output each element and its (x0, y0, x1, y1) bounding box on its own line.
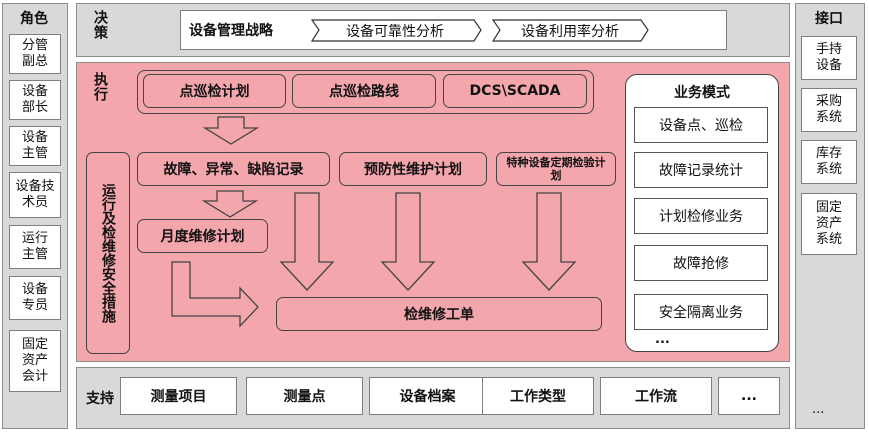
decision-strategy-text: 设备管理战略 (189, 23, 273, 39)
fault-record-box: 故障、异常、缺陷记录 (137, 152, 330, 186)
role-panel-title: 角色 (20, 11, 48, 27)
inspection-route-box: 点巡检路线 (292, 74, 436, 108)
monthly-plan-box: 月度维修计划 (137, 219, 268, 253)
role-item-6: 设备专员 (9, 276, 61, 320)
business-ellipsis: ... (655, 332, 670, 347)
preventive-plan-box: 预防性维护计划 (339, 152, 487, 186)
support-label: 支持 (86, 391, 114, 407)
work-order-box: 检维修工单 (276, 297, 602, 331)
interface-panel-title: 接口 (815, 11, 843, 27)
role-item-3: 设备主管 (9, 126, 61, 166)
role-item-7: 固定资产会计 (9, 330, 61, 392)
role-item-2: 设备部长 (9, 80, 61, 120)
support-item-4: 工作类型 (482, 377, 594, 415)
business-item-4: 故障抢修 (634, 245, 768, 281)
safety-measures-box: 运行及检维修安全措施 (86, 152, 130, 354)
role-item-5: 运行主管 (9, 225, 61, 269)
business-item-5: 安全隔离业务 (634, 294, 768, 330)
business-mode-title: 业务模式 (674, 85, 730, 101)
decision-label: 决策 (92, 10, 108, 40)
execution-label: 执行 (92, 72, 108, 102)
safety-measures-text: 运行及检维修安全措施 (100, 183, 116, 323)
chevron-label-1: 设备可靠性分析 (346, 24, 444, 40)
interface-item-3: 库存系统 (801, 140, 857, 184)
interface-item-1: 手持设备 (801, 36, 857, 80)
support-item-1: 测量项目 (120, 377, 237, 415)
interface-item-4: 固定资产系统 (801, 193, 857, 255)
support-item-3: 设备档案 (369, 377, 486, 415)
interface-item-2: 采购系统 (801, 88, 857, 132)
role-item-4: 设备技术员 (9, 172, 61, 218)
business-item-1: 设备点、巡检 (634, 107, 768, 143)
special-inspection-box: 特种设备定期检验计划 (496, 152, 616, 186)
interface-ellipsis: ... (812, 402, 825, 417)
inspection-plan-box: 点巡检计划 (143, 74, 286, 108)
business-item-2: 故障记录统计 (634, 152, 768, 188)
support-item-5: 工作流 (600, 377, 712, 415)
role-item-1: 分管副总 (9, 34, 61, 74)
chevron-label-2: 设备利用率分析 (521, 24, 619, 40)
business-item-3: 计划检修业务 (634, 198, 768, 234)
support-item-6: ... (718, 377, 780, 415)
dcs-scada-box: DCS\SCADA (443, 74, 587, 108)
support-item-2: 测量点 (246, 377, 363, 415)
top-boxes-group (137, 70, 594, 114)
